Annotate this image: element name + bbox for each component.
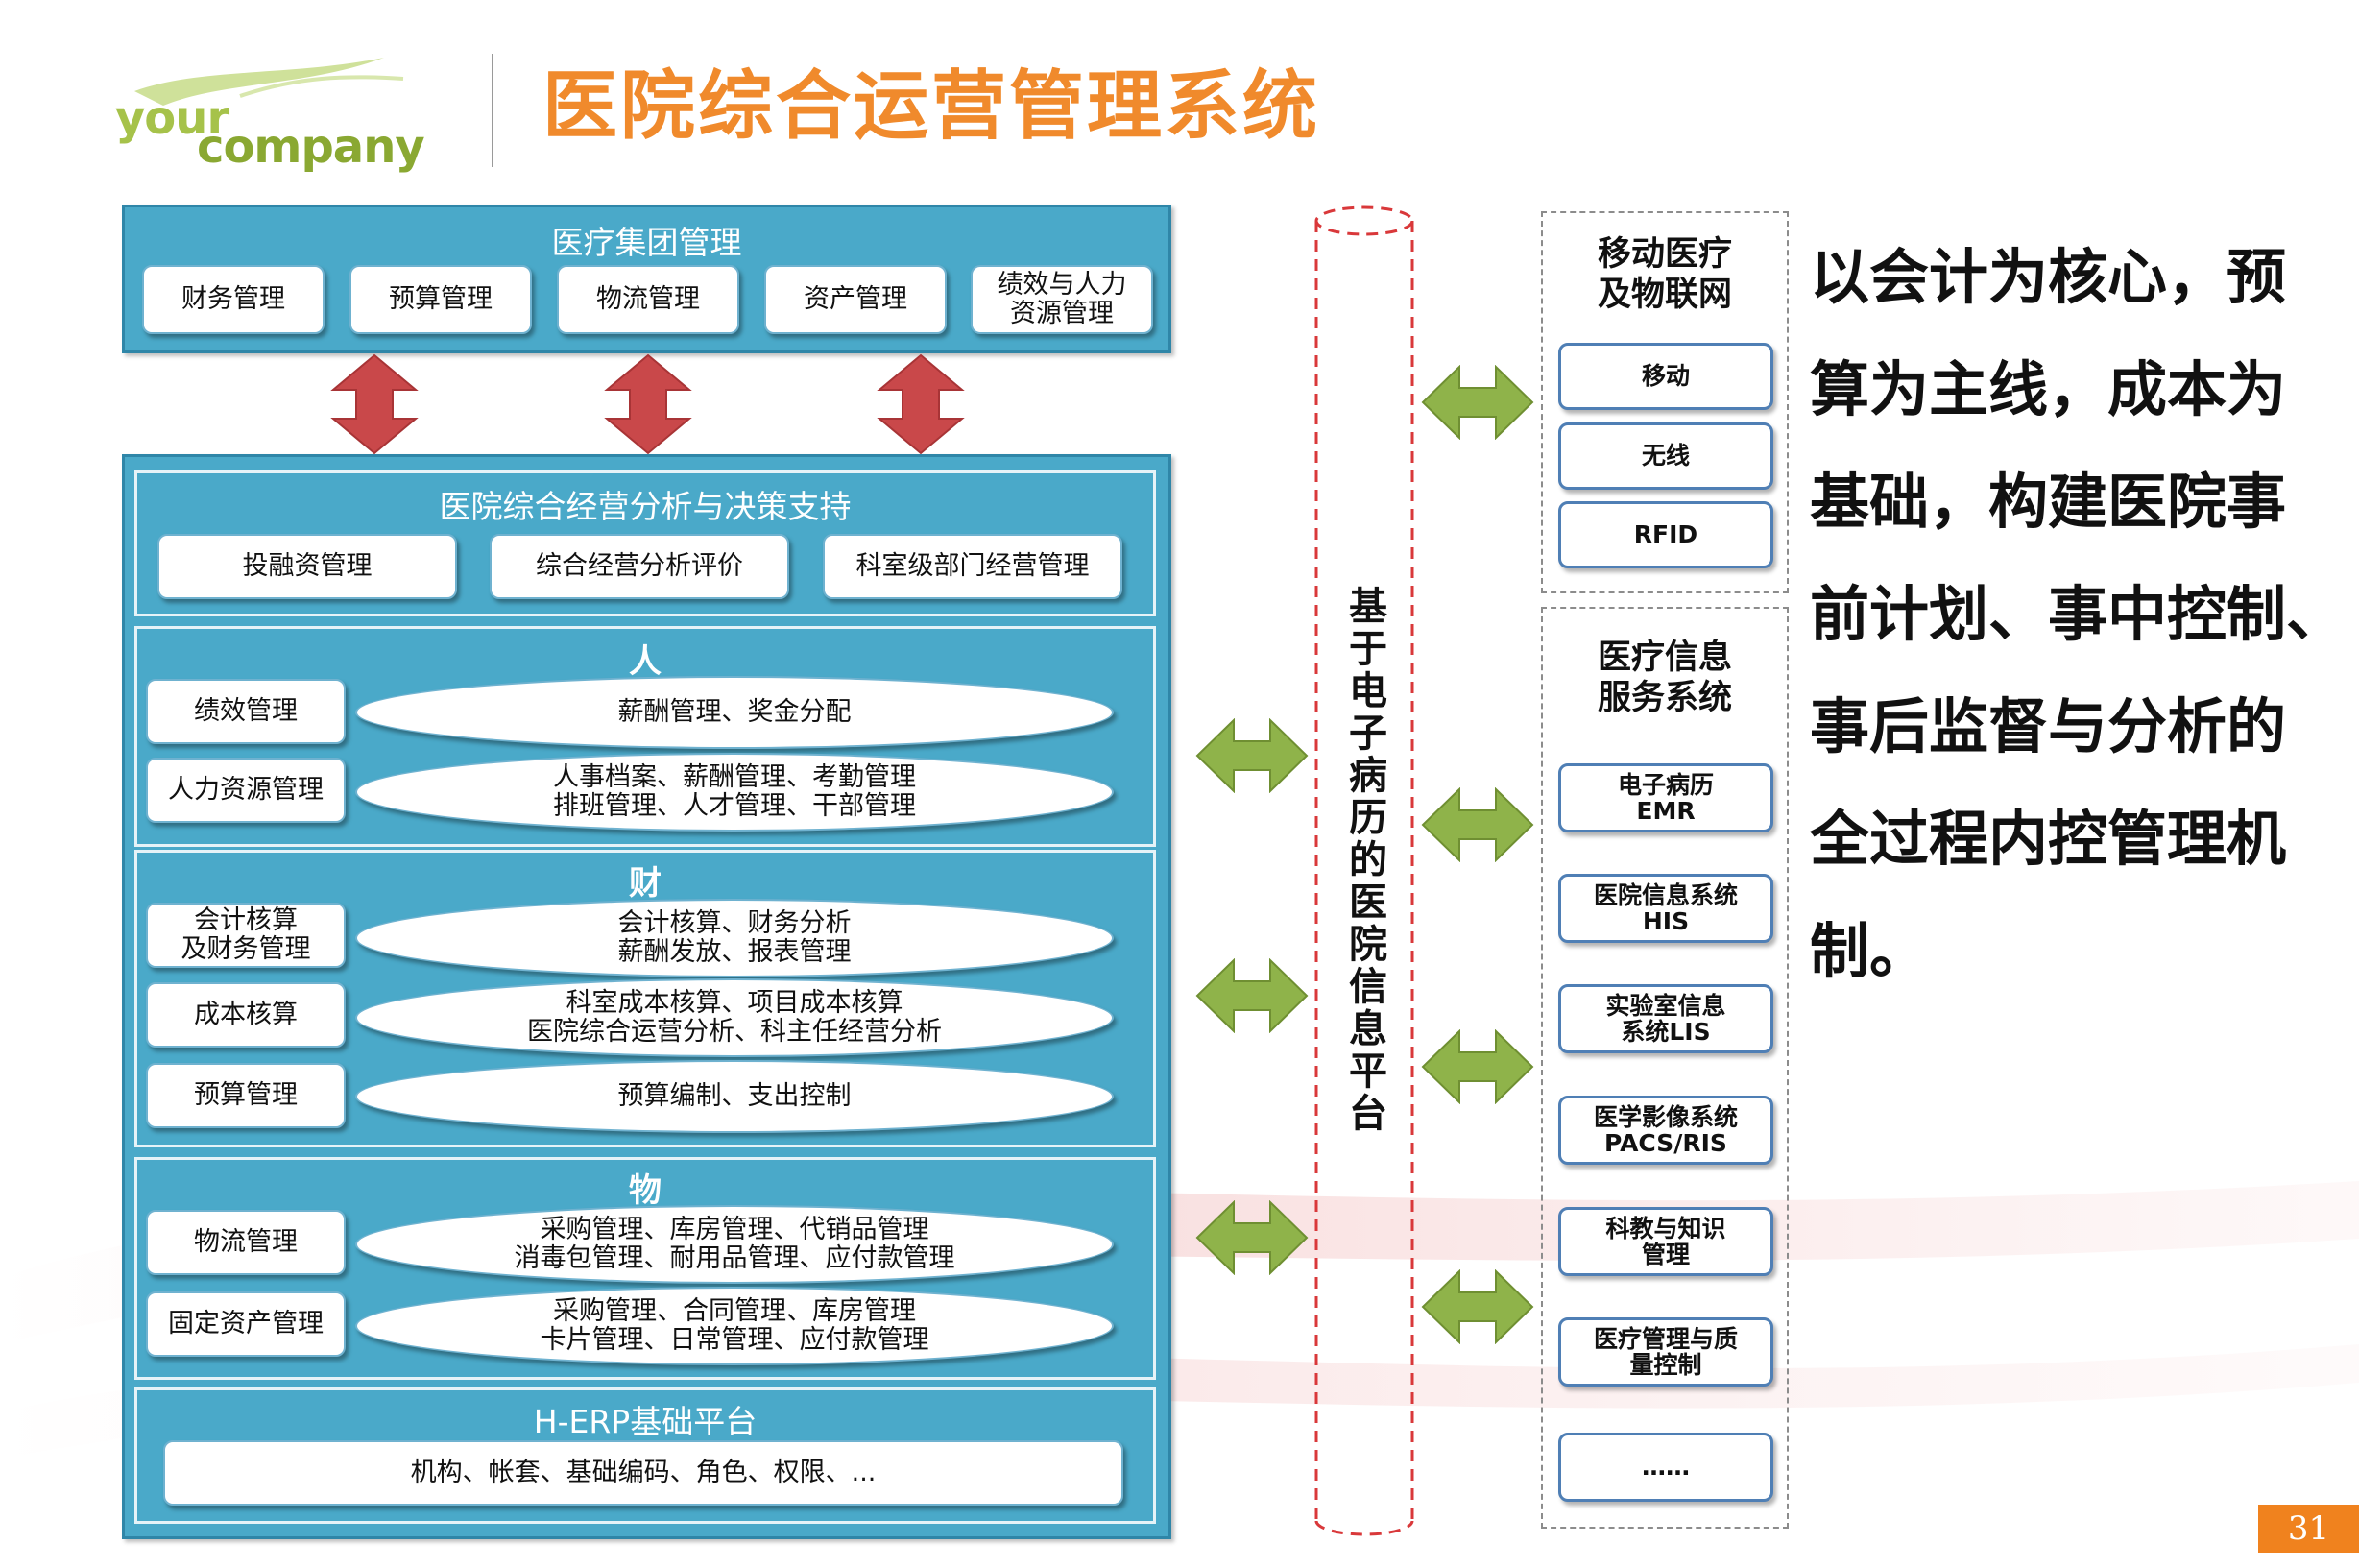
- his-item-his-text: 医院信息系统 HIS: [1593, 880, 1738, 935]
- group-item-budget: 预算管理: [349, 265, 532, 334]
- finance-label-accounting-text: 会计核算 及财务管理: [181, 905, 311, 964]
- his-item-lis: 实验室信息 系统LIS: [1558, 984, 1773, 1053]
- mobile-item-wireless: 无线: [1558, 422, 1773, 490]
- his-item-lis-text: 实验室信息 系统LIS: [1605, 991, 1726, 1046]
- info-platform-cylinder: [1314, 205, 1414, 1536]
- decision-support-title: 医院综合经营分析与决策支持: [439, 488, 852, 525]
- summary-text: 以会计为核心，预 算为主线，成本为 基础，构建医院事 前计划、事中控制、 事后监…: [1810, 221, 2347, 1007]
- finance-title: 财: [629, 864, 662, 903]
- finance-label-budget: 预算管理: [146, 1063, 346, 1128]
- medical-info-title-text: 医疗信息 服务系统: [1597, 639, 1732, 717]
- logo-company-text: company: [197, 120, 425, 174]
- his-item-education: 科教与知识 管理: [1558, 1207, 1773, 1276]
- mobile-item-mobile: 移动: [1558, 343, 1773, 410]
- people-title: 人: [629, 642, 662, 681]
- summary-line-5: 事后监督与分析的: [1810, 691, 2287, 761]
- finance-section: 财: [134, 850, 1156, 1147]
- decision-support-section: 医院综合经营分析与决策支持: [134, 470, 1156, 616]
- group-management-title: 医疗集团管理: [551, 224, 742, 261]
- his-item-quality-text: 医疗管理与质 量控制: [1593, 1324, 1738, 1379]
- herp-section: H-ERP基础平台: [134, 1387, 1156, 1524]
- his-item-emr: 电子病历 EMR: [1558, 763, 1773, 832]
- his-item-education-text: 科教与知识 管理: [1605, 1214, 1726, 1268]
- materials-label-fixed-assets: 固定资产管理: [146, 1291, 346, 1357]
- finance-detail-budget: 预算编制、支出控制: [355, 1060, 1114, 1133]
- summary-line-7: 制。: [1810, 916, 1930, 986]
- materials-title: 物: [629, 1171, 662, 1210]
- page-title: 医院综合运营管理系统: [542, 63, 1321, 150]
- company-logo: your company: [96, 38, 425, 182]
- materials-detail-logistics: 采购管理、库房管理、代销品管理 消毒包管理、耐用品管理、应付款管理: [355, 1205, 1114, 1284]
- medical-info-group: 医疗信息 服务系统: [1541, 607, 1789, 1529]
- his-item-emr-text: 电子病历 EMR: [1617, 770, 1714, 825]
- people-detail-hr: 人事档案、薪酬管理、考勤管理 排班管理、人才管理、干部管理: [355, 753, 1114, 832]
- medical-info-title: 医疗信息 服务系统: [1543, 638, 1787, 718]
- decision-item-department: 科室级部门经营管理: [823, 534, 1122, 599]
- group-item-assets: 资产管理: [764, 265, 947, 334]
- summary-line-2: 算为主线，成本为: [1810, 354, 2287, 424]
- people-detail-performance: 薪酬管理、奖金分配: [355, 676, 1114, 749]
- finance-detail-cost: 科室成本核算、项目成本核算 医院综合运营分析、科主任经营分析: [355, 978, 1114, 1057]
- summary-line-6: 全过程内控管理机: [1810, 804, 2287, 874]
- finance-detail-cost-text: 科室成本核算、项目成本核算 医院综合运营分析、科主任经营分析: [527, 987, 942, 1047]
- his-item-quality: 医疗管理与质 量控制: [1558, 1317, 1773, 1387]
- materials-label-logistics: 物流管理: [146, 1210, 346, 1275]
- green-double-arrow-left-1: [1195, 718, 1309, 793]
- info-platform-label: 基 于 电 子 病 历 的 医 院 信 息 平 台: [1339, 586, 1397, 1135]
- materials-detail-fixed-assets-text: 采购管理、合同管理、库房管理 卡片管理、日常管理、应付款管理: [540, 1295, 929, 1355]
- people-label-hr: 人力资源管理: [146, 758, 346, 823]
- herp-title: H-ERP基础平台: [533, 1403, 758, 1440]
- group-item-performance-hr-label: 绩效与人力 资源管理: [997, 270, 1127, 328]
- info-platform-label-text: 基 于 电 子 病 历 的 医 院 信 息 平 台: [1349, 585, 1387, 1136]
- logo-your-text: your: [115, 91, 229, 145]
- red-double-arrow-2: [604, 353, 692, 455]
- header-divider: [492, 54, 493, 167]
- his-item-his: 医院信息系统 HIS: [1558, 874, 1773, 943]
- summary-line-4: 前计划、事中控制、: [1810, 579, 2347, 649]
- finance-detail-accounting: 会计核算、财务分析 薪酬发放、报表管理: [355, 899, 1114, 977]
- decision-item-analysis: 综合经营分析评价: [490, 534, 789, 599]
- his-item-more: ……: [1558, 1433, 1773, 1502]
- decision-item-investment: 投融资管理: [157, 534, 457, 599]
- mobile-item-rfid: RFID: [1558, 501, 1773, 568]
- his-item-pacs: 医学影像系统 PACS/RIS: [1558, 1096, 1773, 1165]
- materials-detail-fixed-assets: 采购管理、合同管理、库房管理 卡片管理、日常管理、应付款管理: [355, 1287, 1114, 1365]
- green-double-arrow-left-3: [1195, 1200, 1309, 1275]
- materials-detail-logistics-text: 采购管理、库房管理、代销品管理 消毒包管理、耐用品管理、应付款管理: [514, 1214, 955, 1273]
- group-item-logistics: 物流管理: [557, 265, 739, 334]
- people-detail-hr-text: 人事档案、薪酬管理、考勤管理 排班管理、人才管理、干部管理: [553, 761, 916, 821]
- green-double-arrow-right-1: [1421, 365, 1534, 440]
- finance-label-cost: 成本核算: [146, 982, 346, 1048]
- green-double-arrow-right-3: [1421, 1029, 1534, 1104]
- finance-detail-accounting-text: 会计核算、财务分析 薪酬发放、报表管理: [617, 907, 852, 967]
- mobile-iot-title: 移动医疗 及物联网: [1543, 234, 1787, 315]
- mobile-iot-group: 移动医疗 及物联网: [1541, 211, 1789, 593]
- finance-label-accounting: 会计核算 及财务管理: [146, 903, 346, 968]
- green-double-arrow-left-2: [1195, 958, 1309, 1033]
- people-label-performance: 绩效管理: [146, 679, 346, 744]
- green-double-arrow-right-2: [1421, 787, 1534, 862]
- herp-detail: 机构、帐套、基础编码、角色、权限、...: [163, 1440, 1123, 1506]
- people-section: 人: [134, 626, 1156, 847]
- group-item-performance-hr: 绩效与人力 资源管理: [971, 265, 1153, 334]
- green-double-arrow-right-4: [1421, 1269, 1534, 1344]
- red-double-arrow-1: [330, 353, 419, 455]
- mobile-iot-title-text: 移动医疗 及物联网: [1597, 235, 1732, 314]
- page-number-badge: 31: [2258, 1505, 2359, 1553]
- his-item-pacs-text: 医学影像系统 PACS/RIS: [1593, 1102, 1738, 1157]
- summary-line-3: 基础，构建医院事: [1810, 467, 2287, 537]
- summary-line-1: 以会计为核心，预: [1810, 242, 2287, 312]
- group-item-finance: 财务管理: [142, 265, 325, 334]
- materials-section: 物: [134, 1157, 1156, 1380]
- red-double-arrow-3: [877, 353, 965, 455]
